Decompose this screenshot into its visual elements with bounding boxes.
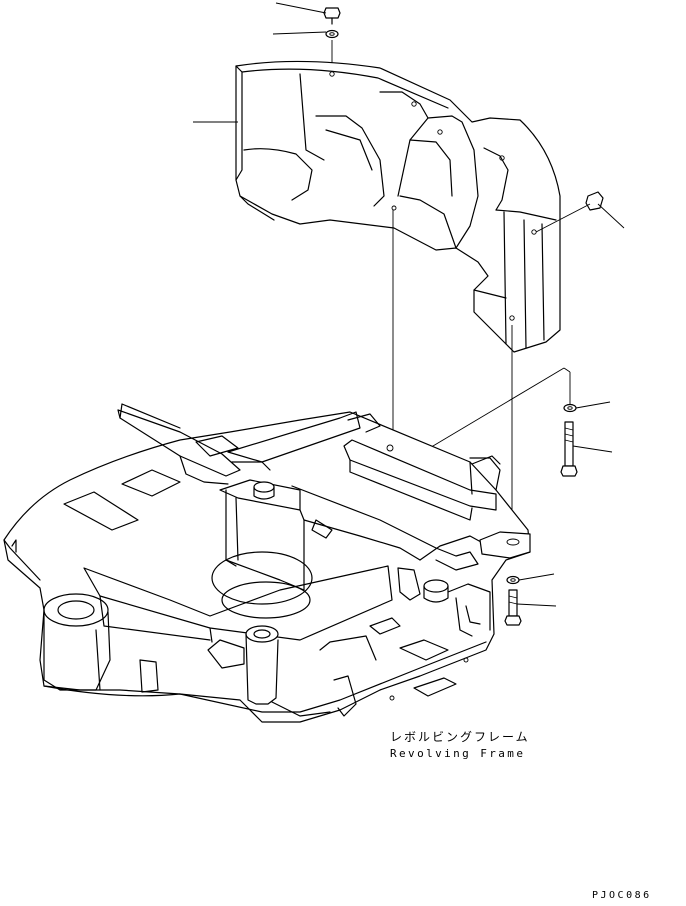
right-bolt-lower — [504, 589, 522, 626]
leader-line-washer — [272, 31, 327, 35]
drawing-code: PJOC086 — [592, 890, 652, 901]
leader-line-washer-3 — [518, 573, 555, 581]
axis-line-2 — [563, 367, 571, 373]
leader-line-bolt — [275, 2, 327, 14]
right-washer-lower — [506, 575, 520, 585]
top-bolt — [323, 7, 341, 76]
leader-line-bolt-3 — [516, 603, 557, 607]
part-label-japanese: レボルビングフレーム — [390, 730, 530, 744]
right-washer-upper — [563, 403, 577, 413]
part-label-english: Revolving Frame — [390, 747, 526, 760]
leader-line-side-bolt — [597, 203, 625, 229]
counterweight — [235, 60, 561, 353]
revolving-frame — [3, 403, 531, 723]
side-bolt — [535, 191, 604, 233]
leader-line-bolt-2 — [572, 445, 613, 453]
right-bolt-upper — [560, 421, 578, 477]
leader-line-washer-2 — [575, 401, 611, 409]
